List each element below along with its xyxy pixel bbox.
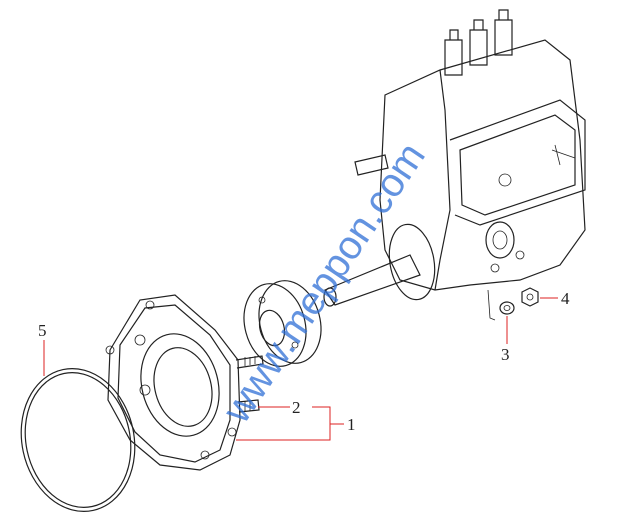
callout-5: 5 <box>38 321 47 340</box>
part-5-o-ring <box>20 368 136 512</box>
part-4-nut <box>521 287 539 307</box>
part-3-washer <box>487 289 515 321</box>
callout-3: 3 <box>501 345 510 364</box>
leader-lines <box>43 297 558 441</box>
leader-1 <box>236 406 344 441</box>
part-1-cover-plate <box>105 294 241 471</box>
callout-2: 2 <box>292 398 301 417</box>
watermark: www.meppon.com <box>214 135 434 431</box>
callout-4: 4 <box>561 289 570 308</box>
callout-1: 1 <box>347 415 356 434</box>
injection-pump-body <box>323 9 586 307</box>
coupling-hub <box>243 280 322 367</box>
